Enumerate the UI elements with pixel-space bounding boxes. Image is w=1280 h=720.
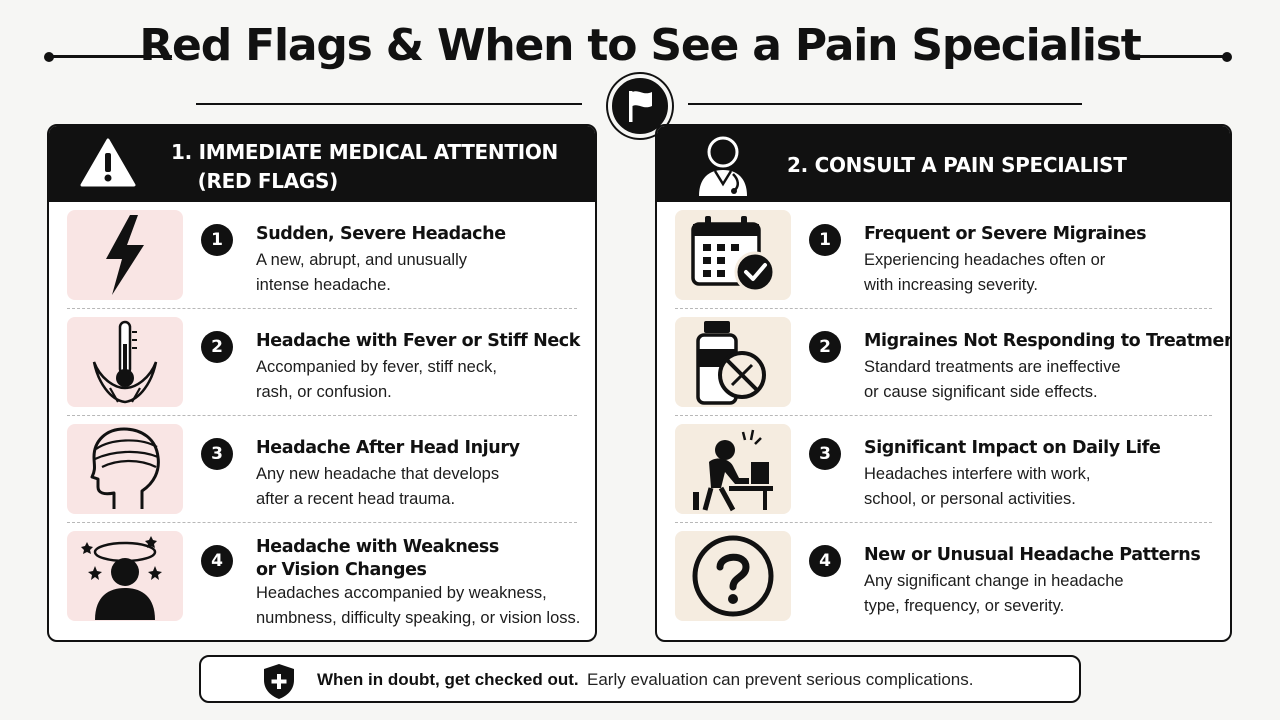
- page-title: Red Flags & When to See a Pain Specialis…: [139, 20, 1141, 71]
- title-rule-dot-left: [44, 52, 54, 62]
- red-flags-heading: 1. IMMEDIATE MEDICAL ATTENTION (RED FLAG…: [171, 140, 558, 193]
- item-title: Migraines Not Responding to Treatment: [864, 331, 1232, 351]
- row-divider: [67, 308, 577, 309]
- item-description: Headaches accompanied by weakness, numbn…: [256, 584, 581, 627]
- list-item: 3 Significant Impact on Daily Life Heada…: [657, 416, 1230, 523]
- bottom-banner: When in doubt, get checked out. Early ev…: [199, 655, 1081, 703]
- title-rule-dot-right: [1222, 52, 1232, 62]
- item-description: Accompanied by fever, stiff neck, rash, …: [256, 358, 497, 401]
- title-rule-right: [1128, 55, 1226, 58]
- pain-specialist-header: 2. CONSULT A PAIN SPECIALIST: [657, 126, 1230, 202]
- shield-plus-icon: [264, 664, 294, 699]
- item-title: Headache with Fever or Stiff Neck: [256, 331, 581, 351]
- item-title: Headache After Head Injury: [256, 438, 520, 458]
- medicine-bottle-no-icon: [675, 317, 791, 407]
- thermometer-stiff-neck-icon: [67, 317, 183, 407]
- row-divider: [67, 522, 577, 523]
- bandaged-head-icon: [67, 424, 183, 514]
- stressed-worker-icon: [675, 424, 791, 514]
- row-divider: [675, 415, 1212, 416]
- item-number: 1: [201, 224, 233, 256]
- item-description: Standard treatments are ineffective or c…: [864, 358, 1121, 401]
- item-number: 4: [201, 545, 233, 577]
- list-item: 4 New or Unusual Headache Patterns Any s…: [657, 523, 1230, 630]
- item-title: Sudden, Severe Headache: [256, 224, 506, 244]
- list-item: 1 Sudden, Severe Headache A new, abrupt,…: [49, 202, 595, 309]
- doctor-icon: [699, 136, 747, 196]
- item-title: New or Unusual Headache Patterns: [864, 545, 1201, 565]
- pain-specialist-heading: 2. CONSULT A PAIN SPECIALIST: [787, 153, 1127, 177]
- item-description: Headaches interfere with work, school, o…: [864, 465, 1091, 508]
- subtitle-rule-left: [196, 103, 582, 105]
- item-description: A new, abrupt, and unusually intense hea…: [256, 251, 467, 294]
- flag-icon: [608, 74, 672, 138]
- red-flags-panel: 1. IMMEDIATE MEDICAL ATTENTION (RED FLAG…: [47, 124, 597, 642]
- pain-specialist-panel: 2. CONSULT A PAIN SPECIALIST 1 Frequent …: [655, 124, 1232, 642]
- red-flags-header: 1. IMMEDIATE MEDICAL ATTENTION (RED FLAG…: [49, 126, 595, 202]
- calendar-check-icon: [675, 210, 791, 300]
- list-item: 4 Headache with Weakness or Vision Chang…: [49, 523, 595, 630]
- row-divider: [67, 415, 577, 416]
- item-description: Any significant change in headache type,…: [864, 572, 1124, 615]
- list-item: 3 Headache After Head Injury Any new hea…: [49, 416, 595, 523]
- row-divider: [675, 522, 1212, 523]
- item-description: Experiencing headaches often or with inc…: [864, 251, 1106, 294]
- item-title: Frequent or Severe Migraines: [864, 224, 1147, 244]
- item-number: 1: [809, 224, 841, 256]
- list-item: 2 Migraines Not Responding to Treatment …: [657, 309, 1230, 416]
- item-title: Significant Impact on Daily Life: [864, 438, 1161, 458]
- title-rule-left: [50, 55, 172, 58]
- item-title: Headache with Weakness or Vision Changes: [256, 537, 499, 580]
- banner-text: Early evaluation can prevent serious com…: [587, 670, 974, 689]
- item-number: 3: [809, 438, 841, 470]
- warning-triangle-icon: [80, 138, 136, 187]
- question-mark-icon: [675, 531, 791, 621]
- banner-bold-text: When in doubt, get checked out.: [317, 670, 579, 689]
- item-number: 2: [201, 331, 233, 363]
- item-number: 4: [809, 545, 841, 577]
- list-item: 2 Headache with Fever or Stiff Neck Acco…: [49, 309, 595, 416]
- item-number: 3: [201, 438, 233, 470]
- item-description: Any new headache that develops after a r…: [256, 465, 500, 508]
- list-item: 1 Frequent or Severe Migraines Experienc…: [657, 202, 1230, 309]
- row-divider: [675, 308, 1212, 309]
- item-number: 2: [809, 331, 841, 363]
- subtitle-rule-right: [688, 103, 1082, 105]
- lightning-bolt-icon: [67, 210, 183, 300]
- dizzy-head-icon: [67, 531, 183, 621]
